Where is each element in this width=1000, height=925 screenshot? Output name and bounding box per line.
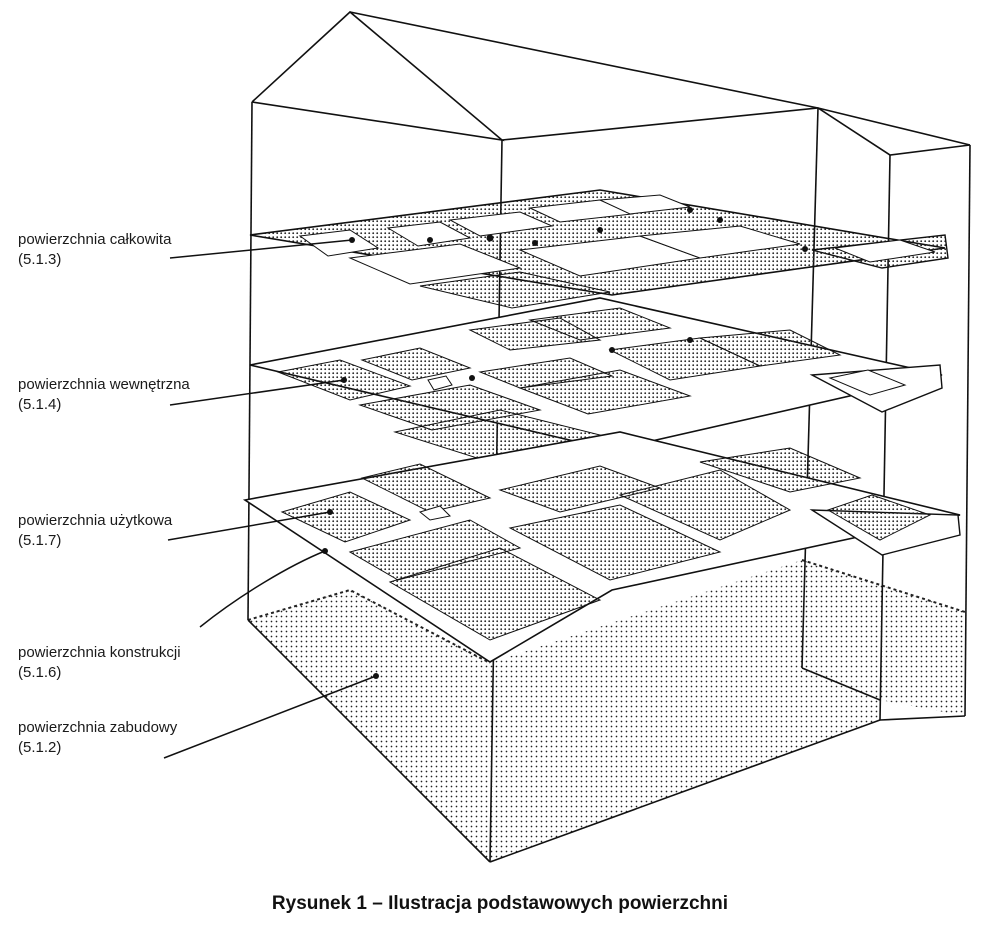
floor-gross-area bbox=[249, 189, 949, 309]
label-gross-area-name: powierzchnia całkowita bbox=[18, 231, 172, 248]
label-internal-area-ref: (5.1.4) bbox=[18, 396, 62, 413]
label-structure-area-name: powierzchnia konstrukcji bbox=[18, 644, 181, 661]
ground-footprint bbox=[247, 559, 966, 862]
ground-marker bbox=[373, 673, 379, 679]
floor-internal-area bbox=[249, 297, 943, 471]
label-built-up-area-name: powierzchnia zabudowy bbox=[18, 719, 178, 736]
label-built-up-area: powierzchnia zabudowy (5.1.2) bbox=[18, 718, 177, 758]
label-usable-area-ref: (5.1.7) bbox=[18, 532, 62, 549]
label-usable-area-name: powierzchnia użytkowa bbox=[18, 512, 173, 529]
figure-caption: Rysunek 1 – Ilustracja podstawowych powi… bbox=[271, 893, 729, 914]
label-internal-area: powierzchnia wewnętrzna (5.1.4) bbox=[18, 375, 190, 415]
label-structure-area-ref: (5.1.6) bbox=[18, 664, 62, 681]
label-gross-area-ref: (5.1.3) bbox=[18, 251, 62, 268]
label-built-up-area-ref: (5.1.2) bbox=[18, 739, 62, 756]
leader-lines bbox=[163, 239, 377, 759]
label-usable-area: powierzchnia użytkowa (5.1.7) bbox=[18, 511, 172, 551]
label-gross-area: powierzchnia całkowita (5.1.3) bbox=[18, 230, 171, 270]
label-internal-area-name: powierzchnia wewnętrzna bbox=[18, 376, 190, 393]
label-structure-area: powierzchnia konstrukcji (5.1.6) bbox=[18, 643, 181, 683]
floor-usable-area bbox=[242, 431, 961, 663]
